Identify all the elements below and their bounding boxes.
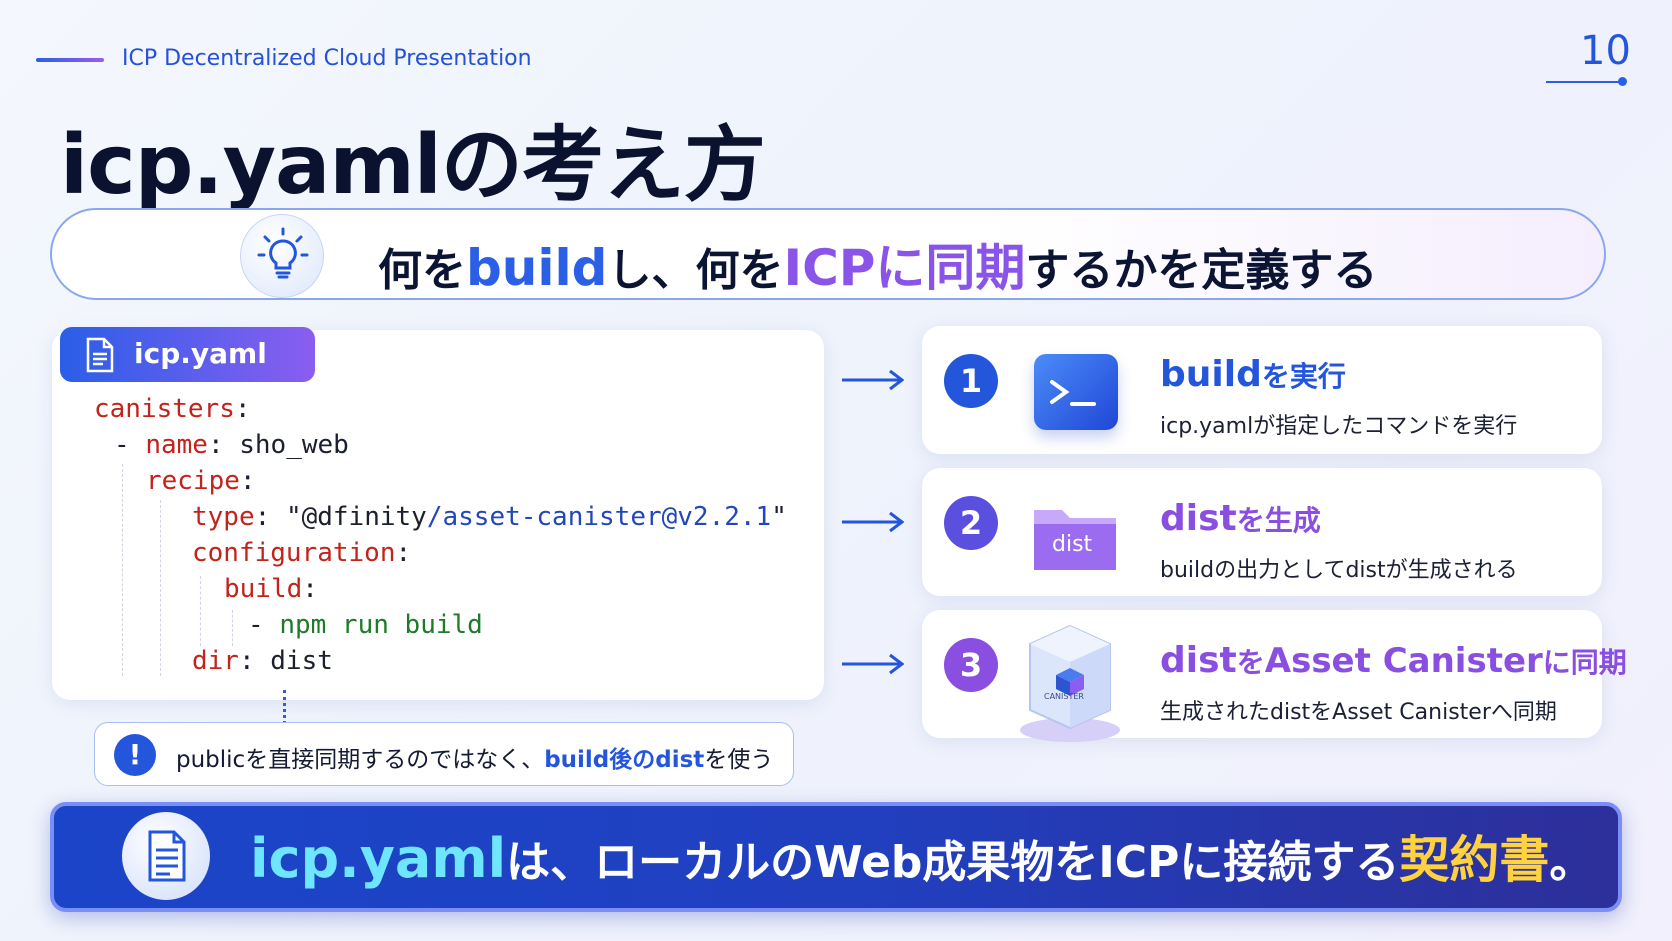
step-desc-3: 生成されたdistをAsset Canisterへ同期 bbox=[1160, 700, 1557, 725]
slide-title: icp.yamlの考え方 bbox=[60, 118, 766, 213]
folder-label: dist bbox=[1052, 532, 1093, 557]
exclamation-icon: ! bbox=[114, 734, 156, 776]
note-box bbox=[94, 722, 794, 786]
indent-guide bbox=[160, 500, 161, 676]
arrow-right-icon bbox=[842, 653, 904, 675]
arrow-right-icon bbox=[842, 369, 904, 391]
subtitle-part: し、何を bbox=[607, 245, 784, 296]
subtitle-build: build bbox=[466, 239, 608, 297]
document-icon bbox=[84, 337, 116, 377]
code-card bbox=[52, 330, 824, 700]
page-number: 10 bbox=[1580, 28, 1631, 74]
document-icon bbox=[122, 812, 210, 900]
step-title-2: distを生成 bbox=[1160, 498, 1321, 539]
code-line-6: build: bbox=[224, 574, 318, 604]
page-number-dot bbox=[1618, 77, 1627, 86]
subtitle-text: 何をbuildし、何をICPに同期するかを定義する bbox=[378, 228, 1377, 300]
code-line-5: configuration: bbox=[192, 538, 412, 568]
code-line-8: dir: dist bbox=[192, 646, 333, 676]
code-line-3: recipe: bbox=[146, 466, 256, 496]
code-card-filename: icp.yaml bbox=[134, 337, 267, 370]
step-desc-2: buildの出力としてdistが生成される bbox=[1160, 558, 1518, 583]
code-line-1: canisters: bbox=[94, 394, 251, 424]
code-line-2: - name: sho_web bbox=[114, 430, 349, 460]
cube-icon: CANISTER bbox=[1014, 618, 1126, 746]
note-text: publicを直接同期するのではなく、build後のdistを使う bbox=[176, 747, 774, 773]
subtitle-part: するかを定義する bbox=[1025, 245, 1378, 296]
header-accent-line bbox=[36, 58, 104, 62]
step-number-3: 3 bbox=[944, 638, 998, 692]
subtitle-part: 何を bbox=[378, 245, 466, 296]
step-title-1: buildを実行 bbox=[1160, 354, 1346, 395]
subtitle-icp-sync: ICPに同期 bbox=[783, 239, 1026, 297]
step-desc-1: icp.yamlが指定したコマンドを実行 bbox=[1160, 414, 1518, 439]
folder-icon: dist bbox=[1030, 500, 1120, 576]
step-title-3: distをAsset Canisterに同期 bbox=[1160, 640, 1627, 681]
step-number-2: 2 bbox=[944, 496, 998, 550]
indent-guide bbox=[122, 464, 123, 676]
code-card-tag: icp.yaml bbox=[60, 327, 315, 382]
indent-guide bbox=[232, 610, 233, 646]
page-number-underline bbox=[1546, 81, 1624, 83]
presentation-title: ICP Decentralized Cloud Presentation bbox=[122, 46, 532, 71]
step-number-1: 1 bbox=[944, 354, 998, 408]
code-line-7: - npm run build bbox=[248, 610, 483, 640]
terminal-icon bbox=[1034, 354, 1118, 430]
code-line-4: type: "@dfinity/asset-canister@v2.2.1" bbox=[192, 502, 787, 532]
arrow-right-icon bbox=[842, 511, 904, 533]
lightbulb-icon bbox=[240, 214, 324, 298]
note-connector bbox=[283, 690, 286, 724]
indent-guide bbox=[200, 576, 201, 646]
summary-text: icp.yamlは、ローカルのWeb成果物をICPに接続する契約書。 bbox=[250, 827, 1594, 890]
summary-banner bbox=[50, 802, 1622, 912]
cube-label: CANISTER bbox=[1044, 692, 1084, 701]
